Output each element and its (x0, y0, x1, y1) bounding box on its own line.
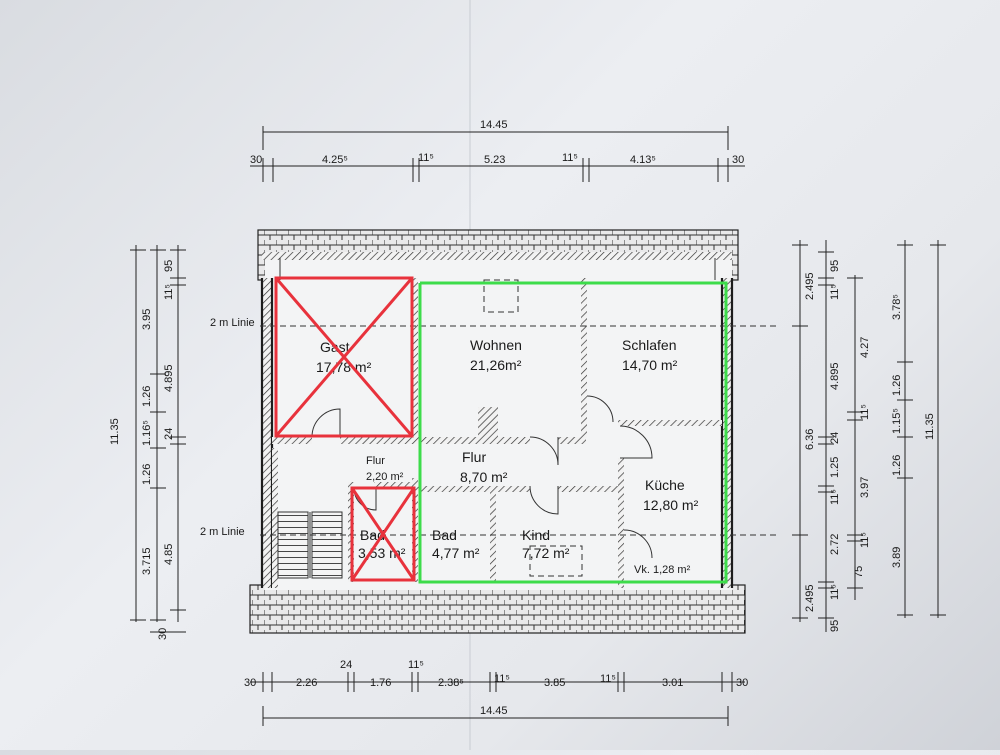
room-kind-name: Kind (522, 527, 550, 543)
bottom-dim-1: 2.26 (296, 677, 317, 689)
right-dim-272: 2.72 (829, 534, 841, 555)
left-dim-126-b: 1.26 (141, 386, 153, 407)
right-dim-95-top: 95 (829, 260, 841, 272)
right-dim-126-b: 1.26 (891, 455, 903, 476)
bottom-dim-9: 3.01 (662, 677, 683, 689)
bottom-dim-3: 1.76 (370, 677, 391, 689)
right-dimensions: 2.495 6.36 2.495 95 11⁵ 4.895 24 1.25 11… (792, 240, 946, 632)
left-dim-3715: 3.715 (141, 547, 153, 575)
right-total-dim: 11.35 (924, 413, 936, 440)
two-meter-line-label-top: 2 m Linie (210, 317, 255, 329)
left-dim-395: 3.95 (141, 309, 153, 330)
right-dim-636: 6.36 (804, 429, 816, 450)
bottom-dimensions: 30 2.26 24 1.76 11⁵ 2.38⁵ 11⁵ 3.85 11⁵ 3… (244, 659, 748, 726)
top-dim-0: 30 (250, 154, 262, 166)
left-dim-24: 24 (163, 428, 175, 440)
room-kueche-area: 12,80 m² (643, 497, 699, 513)
right-dim-115-b: 11⁵ (829, 489, 841, 505)
right-dim-125: 1.25 (829, 457, 841, 478)
right-dim-115-a: 11⁵ (829, 284, 841, 300)
left-dim-4895: 4.895 (163, 364, 175, 392)
right-dim-115-c: 11⁵ (829, 584, 841, 600)
right-dim-75: 75 (853, 566, 865, 578)
left-dim-95: 95 (163, 260, 175, 272)
right-dim-389: 3.89 (891, 547, 903, 568)
bottom-dim-4: 11⁵ (408, 659, 424, 671)
room-bad-name: Bad (432, 527, 457, 543)
top-dim-5: 4.13⁵ (630, 154, 656, 166)
room-flur-name: Flur (462, 449, 486, 465)
bottom-dim-6: 11⁵ (494, 673, 510, 685)
right-dim-427: 4.27 (859, 337, 871, 358)
bottom-dim-10: 30 (736, 677, 748, 689)
room-wohnen-name: Wohnen (470, 337, 522, 353)
right-dim-3785: 3.78⁵ (891, 294, 903, 320)
excluded-bad-cross (350, 486, 416, 582)
top-dim-2: 11⁵ (418, 152, 434, 164)
two-meter-lines (260, 325, 780, 536)
room-schlafen-name: Schlafen (622, 337, 676, 353)
right-dim-4895: 4.895 (829, 362, 841, 390)
right-dim-115-e: 11⁵ (859, 532, 871, 548)
room-gast-area: 17,78 m² (316, 359, 372, 375)
left-total-dim: 11.35 (109, 418, 121, 445)
top-dim-4: 11⁵ (562, 152, 578, 164)
top-dimensions: 14.45 30 4.25⁵ 11⁵ 5.23 11⁵ 4.13⁵ 30 (250, 119, 745, 182)
two-meter-line-label-bottom: 2 m Linie (200, 526, 245, 538)
skylight-outline (483, 279, 519, 313)
right-dim-2495-bottom: 2.495 (804, 584, 816, 612)
right-dim-115-d: 11⁵ (859, 404, 871, 420)
bottom-dim-8: 11⁵ (600, 673, 616, 685)
left-dim-126-a: 1.26 (141, 464, 153, 485)
room-flur-area: 8,70 m² (460, 469, 508, 485)
excluded-gast-cross (274, 276, 414, 438)
right-dim-397: 3.97 (859, 477, 871, 498)
bottom-total-dim: 14.45 (480, 705, 508, 717)
left-dim-1165: 1.16⁵ (141, 420, 153, 446)
left-dimensions: 11.35 3.715 1.26 1.16⁵ 1.26 3.95 4.85 24… (109, 245, 186, 640)
left-dim-485: 4.85 (163, 544, 175, 565)
room-flur-small-area: 2,20 m² (366, 471, 404, 483)
left-dim-30: 30 (157, 628, 169, 640)
top-dim-6: 30 (732, 154, 744, 166)
top-dim-1: 4.25⁵ (322, 154, 348, 166)
right-dim-95-bottom: 95 (829, 620, 841, 632)
room-bad-area: 4,77 m² (432, 545, 480, 561)
right-dim-126-a: 1.26 (891, 375, 903, 396)
room-vk-label: Vk. 1,28 m² (634, 564, 691, 576)
bottom-dim-7: 3.85 (544, 677, 565, 689)
room-wohnen-area: 21,26m² (470, 357, 522, 373)
bottom-dim-0: 30 (244, 677, 256, 689)
right-dim-24: 24 (829, 432, 841, 444)
selected-area-outline (418, 281, 728, 584)
room-schlafen-area: 14,70 m² (622, 357, 678, 373)
room-flur-small-name: Flur (366, 455, 385, 467)
right-dim-2495-top: 2.495 (804, 272, 816, 300)
staircase (277, 511, 343, 579)
room-kind-area: 7,72 m² (522, 545, 570, 561)
bottom-dim-5: 2.38⁵ (438, 677, 464, 689)
room-kueche-name: Küche (645, 477, 685, 493)
kind-outline (529, 545, 583, 577)
bottom-dim-2: 24 (340, 659, 352, 671)
right-dim-1155: 1.15⁵ (891, 408, 903, 434)
roof-bottom (249, 584, 746, 634)
left-dim-115: 11⁵ (163, 284, 175, 300)
top-total-dim: 14.45 (480, 119, 508, 131)
top-dim-3: 5.23 (484, 154, 505, 166)
